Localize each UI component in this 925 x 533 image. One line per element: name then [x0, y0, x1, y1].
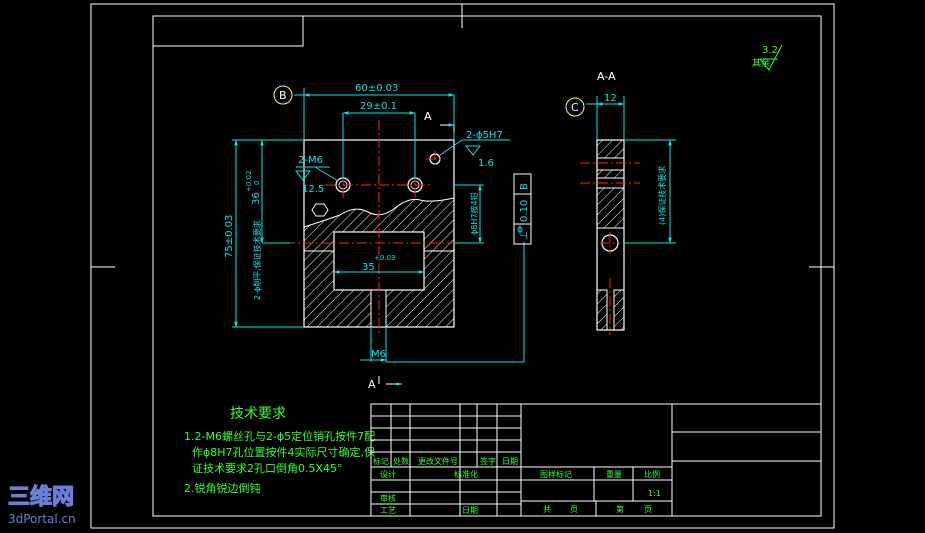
svg-text:第: 第 — [616, 504, 624, 514]
datum-c-bubble: C — [565, 97, 585, 117]
svg-text:2-ϕ5H7: 2-ϕ5H7 — [466, 130, 503, 141]
watermark-logo: 三维网 3dPortal.cn — [7, 483, 76, 526]
svg-text:1:1: 1:1 — [648, 489, 661, 498]
svg-text:1.2-M6螺丝孔与2-ϕ5定位销孔按件7配: 1.2-M6螺丝孔与2-ϕ5定位销孔按件7配 — [184, 429, 375, 443]
svg-text:C: C — [571, 101, 579, 114]
svg-text:0: 0 — [253, 181, 261, 185]
svg-text:图样标记: 图样标记 — [540, 469, 572, 479]
svg-text:12.5: 12.5 — [302, 184, 324, 195]
svg-text:2.锐角锐边倒钝: 2.锐角锐边倒钝 — [184, 481, 261, 495]
section-dim-text: 12 (4)保证技术要求 — [604, 93, 667, 225]
svg-text:处数: 处数 — [393, 456, 409, 466]
svg-text:共: 共 — [543, 505, 551, 514]
tolerance-frame: B 0.10 ϕ ⊥ — [513, 173, 532, 245]
svg-text:2-ϕ削平,保证技术要求: 2-ϕ削平,保证技术要求 — [252, 220, 262, 300]
svg-text:M6: M6 — [371, 349, 386, 360]
tech-requirements: 技术要求 1.2-M6螺丝孔与2-ϕ5定位销孔按件7配 作ϕ8H7孔位置按件4实… — [184, 406, 375, 495]
section-view: A-A — [580, 70, 640, 335]
svg-text:3.2: 3.2 — [762, 45, 778, 56]
title-block — [370, 403, 822, 517]
section-dimensions — [586, 96, 676, 244]
svg-text:设计: 设计 — [380, 469, 396, 479]
svg-text:29±0.1: 29±0.1 — [360, 101, 397, 112]
svg-text:75±0.03: 75±0.03 — [224, 215, 235, 258]
svg-text:工艺: 工艺 — [380, 506, 396, 515]
main-view — [285, 120, 480, 335]
svg-text:证技术要求2孔口倒角0.5X45°: 证技术要求2孔口倒角0.5X45° — [192, 462, 343, 475]
svg-text:审核: 审核 — [380, 493, 396, 503]
svg-text:比例: 比例 — [644, 469, 660, 479]
svg-text:签字: 签字 — [480, 456, 496, 466]
svg-text:+0.02: +0.02 — [245, 171, 253, 192]
svg-text:ϕ: ϕ — [517, 225, 523, 235]
svg-text:3dPortal.cn: 3dPortal.cn — [8, 512, 76, 526]
title-block-text: 标记 处数 更改文件号 签字 日期 设计 标准化 审核 工艺 日期 图样标记 重… — [373, 456, 661, 515]
svg-text:⊥: ⊥ — [519, 231, 530, 240]
svg-text:B: B — [519, 183, 530, 190]
svg-text:+0.03: +0.03 — [374, 254, 395, 262]
svg-text:A: A — [368, 378, 376, 391]
svg-text:36: 36 — [251, 192, 262, 205]
svg-text:页: 页 — [570, 505, 578, 514]
svg-text:1.6: 1.6 — [478, 158, 494, 169]
svg-text:日期: 日期 — [462, 506, 478, 515]
svg-text:页: 页 — [644, 505, 652, 514]
svg-text:A-A: A-A — [597, 70, 616, 83]
svg-text:三维网: 三维网 — [8, 484, 74, 510]
svg-text:2-M6: 2-M6 — [298, 155, 323, 166]
svg-text:B: B — [279, 89, 287, 102]
svg-text:日期: 日期 — [502, 457, 518, 466]
main-dim-text: 60±0.03 29±0.1 2-ϕ5H7 1.6 2-M6 12.5 35 +… — [224, 83, 503, 391]
svg-text:重量: 重量 — [606, 469, 622, 479]
svg-text:标准化: 标准化 — [454, 469, 478, 479]
svg-text:0.10: 0.10 — [519, 200, 530, 222]
svg-text:ϕ8H7按4钳: ϕ8H7按4钳 — [469, 192, 479, 235]
datum-b-bubble: B — [273, 85, 293, 105]
roughness-note: 其余 3.2 — [752, 44, 783, 71]
svg-text:更改文件号: 更改文件号 — [418, 456, 458, 466]
svg-text:35: 35 — [362, 262, 375, 273]
svg-text:A: A — [424, 110, 432, 123]
svg-text:60±0.03: 60±0.03 — [355, 83, 398, 94]
svg-text:技术要求: 技术要求 — [230, 406, 286, 422]
svg-text:作ϕ8H7孔位置按件4实际尺寸确定,保: 作ϕ8H7孔位置按件4实际尺寸确定,保 — [192, 445, 375, 459]
svg-text:(4)保证技术要求: (4)保证技术要求 — [657, 166, 667, 225]
svg-text:标记: 标记 — [373, 456, 389, 466]
main-dimensions — [232, 88, 525, 386]
svg-text:12: 12 — [604, 93, 617, 104]
roughness-marks — [294, 145, 482, 181]
